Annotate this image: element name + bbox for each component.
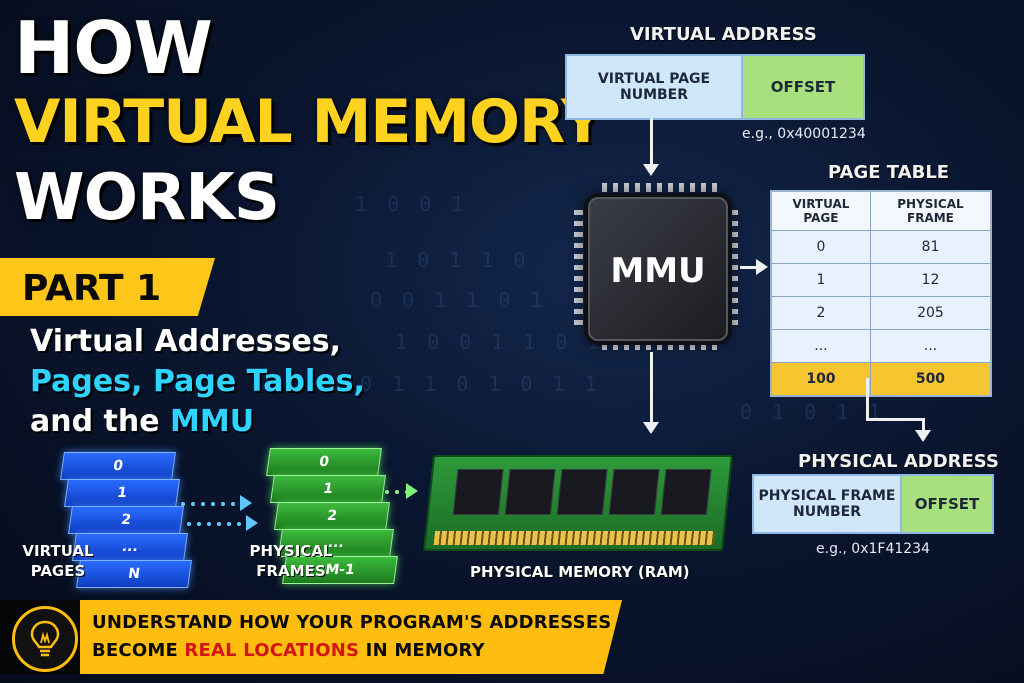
physical-address-heading: PHYSICAL ADDRESS: [798, 451, 999, 472]
virtual-pages-label: VIRTUAL PAGES: [22, 542, 94, 580]
flow-dots: [382, 490, 406, 494]
table-cell: 205: [869, 296, 992, 330]
arrow-head: [643, 164, 659, 176]
binary-background: 0 1 1 0 1 0 1 1: [360, 372, 601, 396]
ram-icon: [422, 455, 734, 551]
virtual-page-slab: 2: [68, 506, 184, 534]
chip-pins-bottom: [602, 341, 717, 350]
virtual-address-box: VIRTUAL PAGE NUMBER OFFSET: [565, 54, 865, 120]
virtual-page-slab: 1: [64, 479, 180, 507]
page-table-heading: PAGE TABLE: [828, 162, 950, 183]
physical-address-example: e.g., 0x1F41234: [816, 541, 930, 557]
subtitle-line-1: Virtual Addresses,: [30, 324, 342, 359]
arrow-line: [922, 418, 925, 432]
chip-pins-top: [602, 183, 717, 192]
physical-address-box: PHYSICAL FRAME NUMBER OFFSET: [752, 474, 994, 534]
part-banner: PART 1: [0, 258, 215, 316]
table-cell: ...: [869, 329, 992, 363]
binary-background: 1 0 1 1 0: [385, 248, 530, 272]
bottom-banner-line-1: UNDERSTAND HOW YOUR PROGRAM'S ADDRESSES: [92, 612, 612, 633]
lightbulb-icon: [12, 606, 78, 672]
table-cell: 1: [770, 263, 871, 297]
title-line-3: WORKS: [14, 161, 280, 235]
ram-chip: [504, 469, 556, 515]
arrow-head: [406, 483, 418, 499]
ram-chip: [556, 469, 608, 515]
table-cell: ...: [770, 329, 871, 363]
ram-chip: [608, 469, 660, 515]
page-table-col-physical: PHYSICAL FRAME: [869, 190, 992, 231]
table-cell: 12: [869, 263, 992, 297]
arrow-head: [240, 495, 252, 511]
ram-label: PHYSICAL MEMORY (RAM): [470, 563, 690, 581]
virtual-address-heading: VIRTUAL ADDRESS: [630, 24, 817, 45]
physical-frame-number-cell: PHYSICAL FRAME NUMBER: [754, 476, 902, 532]
arrow-head: [915, 430, 931, 442]
part-label: PART 1: [22, 268, 162, 309]
subtitle-line-3: and the MMU: [30, 404, 254, 439]
bottom-banner-fill: [80, 600, 622, 674]
ram-chip: [660, 469, 712, 515]
table-cell: 81: [869, 230, 992, 264]
binary-background: 1 0 0 1 1 0 1: [395, 330, 604, 354]
arrow-head: [246, 515, 258, 531]
table-cell: 500: [869, 362, 992, 397]
arrow-head: [756, 259, 768, 275]
binary-background: 1 0 0 1: [355, 192, 468, 216]
virtual-offset-cell: OFFSET: [743, 56, 863, 118]
bottom-banner-line-2: BECOME REAL LOCATIONS IN MEMORY: [92, 640, 485, 661]
table-cell: 0: [770, 230, 871, 264]
chip-pins-right: [729, 210, 738, 325]
arrow-line: [866, 378, 869, 420]
virtual-page-number-cell: VIRTUAL PAGE NUMBER: [567, 56, 743, 118]
arrow-head: [643, 422, 659, 434]
physical-frame-slab: 0: [266, 448, 382, 476]
chip-pins-left: [574, 210, 583, 325]
mmu-label: MMU: [610, 251, 706, 291]
ram-chip: [452, 469, 504, 515]
ram-contacts: [433, 531, 716, 545]
physical-frame-slab: 2: [274, 502, 390, 530]
page-table-col-virtual: VIRTUAL PAGE: [770, 190, 871, 231]
subtitle-line-3-prefix: and the: [30, 404, 171, 439]
arrow-line: [650, 118, 653, 166]
virtual-page-slab: 0: [60, 452, 176, 480]
flow-dots: [178, 502, 240, 506]
bottom-banner: [0, 600, 622, 674]
subtitle-mmu-highlight: MMU: [170, 404, 255, 439]
physical-frame-slab: 1: [270, 475, 386, 503]
virtual-address-example: e.g., 0x40001234: [742, 126, 866, 142]
flow-dots: [184, 522, 246, 526]
binary-background: 0 1 0 1 1: [740, 400, 885, 424]
physical-frames-label: PHYSICAL FRAMES: [249, 542, 333, 580]
table-cell: 2: [770, 296, 871, 330]
bottom-banner-line-2-prefix: BECOME: [92, 640, 185, 661]
arrow-line: [650, 352, 653, 424]
title-line-2: VIRTUAL MEMORY: [14, 87, 604, 157]
binary-background: 0 0 1 1 0 1: [370, 288, 547, 312]
title-line-1: HOW: [14, 6, 213, 90]
subtitle-line-2: Pages, Page Tables,: [30, 364, 365, 399]
bottom-banner-line-2-suffix: IN MEMORY: [359, 640, 485, 661]
bottom-banner-highlight: REAL LOCATIONS: [184, 640, 360, 661]
table-cell: 100: [770, 362, 871, 397]
mmu-chip-icon: MMU: [588, 197, 728, 341]
arrow-line: [866, 418, 924, 421]
physical-offset-cell: OFFSET: [902, 476, 992, 532]
table-row: ......: [770, 329, 992, 363]
arrow-line: [740, 266, 758, 269]
